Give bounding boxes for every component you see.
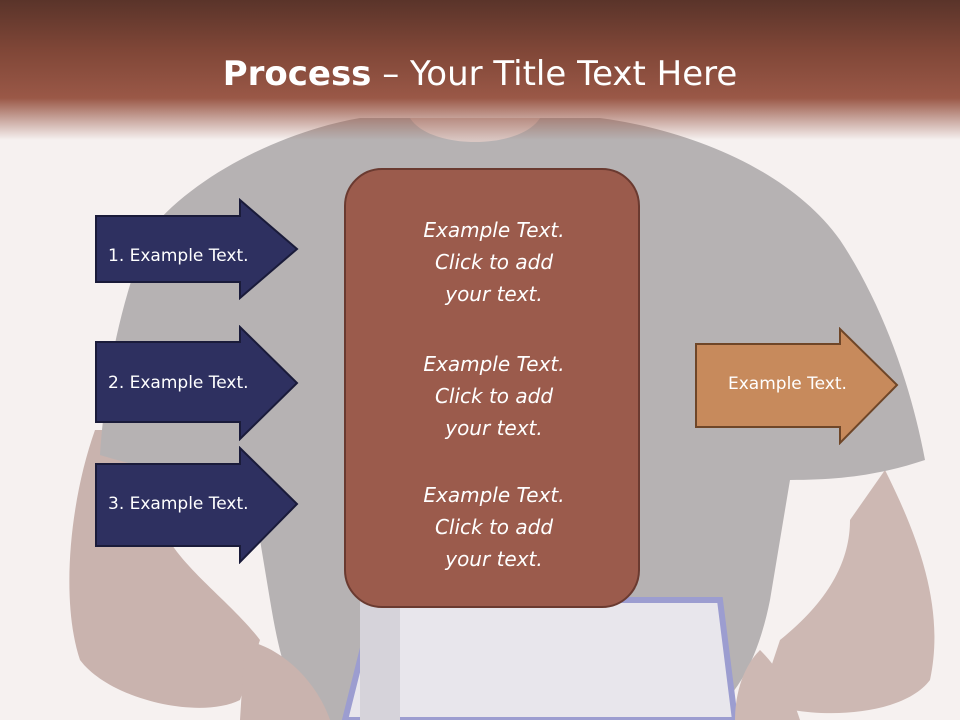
title-bold: Process <box>222 54 372 94</box>
right-arrow-label: Example Text. <box>728 374 847 394</box>
arrow-shape-icon <box>95 325 299 441</box>
center-block-line: your text. <box>445 282 543 306</box>
arrow-shape-icon <box>95 446 299 564</box>
center-block-3: Example Text. Click to add your text. <box>346 479 642 575</box>
title-band <box>0 0 960 140</box>
title-rest: – Your Title Text Here <box>371 54 738 94</box>
right-arrow[interactable]: Example Text. <box>694 327 900 445</box>
center-block-line: Click to add <box>434 384 554 408</box>
center-block-line: Example Text. <box>423 483 565 507</box>
right-arm-shape <box>760 470 935 714</box>
left-arrow-label: 1. Example Text. <box>108 246 249 266</box>
left-arrow-3[interactable]: 3. Example Text. <box>94 446 300 564</box>
left-arrow-label: 2. Example Text. <box>108 373 249 393</box>
center-block-line: Example Text. <box>423 352 565 376</box>
clipboard-clip-shape <box>360 600 400 720</box>
left-arrow-2[interactable]: 2. Example Text. <box>94 325 300 441</box>
slide-title[interactable]: Process – Your Title Text Here <box>0 50 960 98</box>
center-block-line: Example Text. <box>423 218 565 242</box>
left-arrow-label: 3. Example Text. <box>108 494 249 514</box>
center-block-1: Example Text. Click to add your text. <box>346 214 642 310</box>
center-block-2: Example Text. Click to add your text. <box>346 348 642 444</box>
clipboard-shape <box>341 597 739 720</box>
arrow-shape-icon <box>695 327 899 445</box>
left-hand-shape <box>240 640 330 720</box>
center-block-line: Click to add <box>434 250 554 274</box>
center-block-line: your text. <box>445 547 543 571</box>
center-block-line: Click to add <box>434 515 554 539</box>
center-block-line: your text. <box>445 416 543 440</box>
left-arrow-1[interactable]: 1. Example Text. <box>94 198 300 300</box>
arrow-shape-icon <box>95 198 299 300</box>
right-hand-shape <box>735 650 800 720</box>
center-text-box[interactable]: Example Text. Click to add your text. Ex… <box>344 168 640 608</box>
